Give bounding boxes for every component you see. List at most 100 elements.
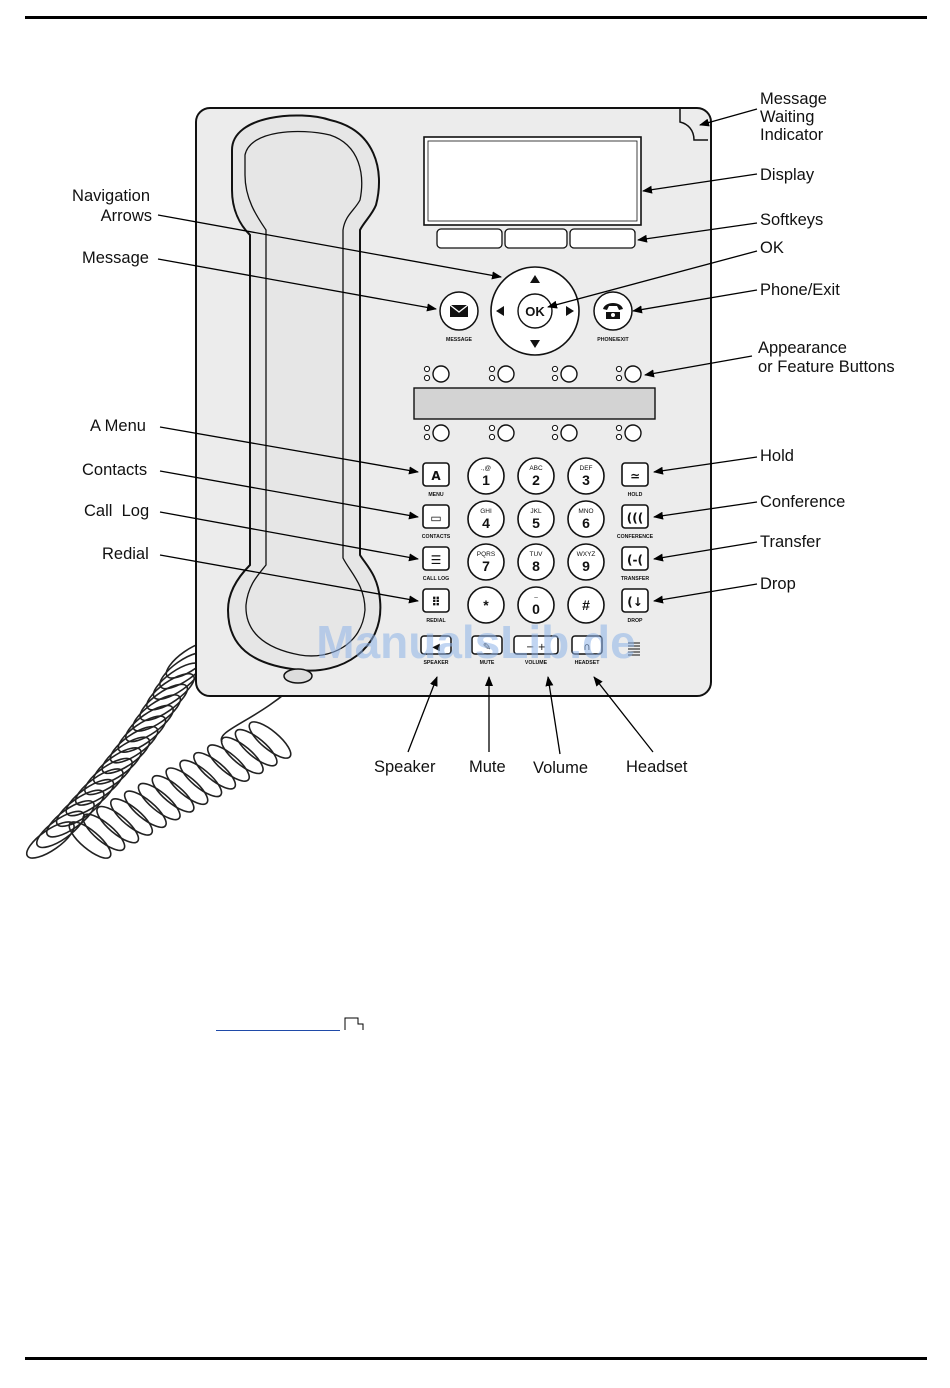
keypad-digit: 7 [482,558,490,574]
callout-redial: Redial [102,545,149,563]
keypad-letters: WXYZ [577,551,596,558]
callout-display: Display [760,166,815,184]
contacts-button[interactable]: ▭CONTACTS [422,504,451,540]
phone-exit-button[interactable]: PHONE/EXIT [593,291,633,343]
softkey-2[interactable] [504,228,568,249]
speaker-icon: ◀ [432,642,440,653]
conference-icon: ((( [627,511,643,525]
phone-exit-button-label: PHONE/EXIT [597,337,629,343]
keypad-digit: * [483,597,489,613]
appearance-button-8[interactable] [615,424,642,442]
keypad-letters: TUV [530,551,544,558]
callout-mwi-line-3: Indicator [760,126,824,144]
appearance-button-2[interactable] [488,365,515,383]
speaker-button[interactable]: ◀SPEAKER [420,635,452,666]
nav-up-arrow-icon[interactable] [530,275,540,283]
led-red-icon [488,433,496,441]
drop-button[interactable]: (↓DROP [621,588,649,624]
navigation-cluster[interactable]: OK [490,266,580,356]
conference-button-label: CONFERENCE [617,534,654,540]
conference-button[interactable]: ((( CONFERENCE [617,504,654,540]
led-red-icon [551,433,559,441]
callout-phone-exit: Phone/Exit [760,281,840,299]
keypad-digit: 3 [582,472,590,488]
keypad-key-1[interactable]: .,@1 [467,457,505,495]
led-green-icon [551,365,559,373]
appearance-button-3[interactable] [551,365,578,383]
softkey-1[interactable] [436,228,503,249]
led-red-icon [488,374,496,382]
led-red-icon [615,433,623,441]
redial-button[interactable]: ⠿REDIAL [422,588,450,624]
call-log-button[interactable]: ☰CALL LOG [422,546,450,582]
callout-call-log: Call Log [84,502,149,520]
nav-down-arrow-icon[interactable] [530,340,540,348]
call-log-icon: ☰ [431,553,442,567]
callout-nav-line-1: Navigation [72,187,150,205]
headset-button[interactable]: ∩HEADSET [571,635,603,666]
headset-icon: ∩ [583,642,590,653]
mute-button-label: MUTE [480,660,495,666]
mute-button[interactable]: ✎MUTE [471,635,503,666]
keypad-letters: ABC [529,465,543,472]
callout-appearance-line-2: or Feature Buttons [758,358,895,376]
nav-left-arrow-icon[interactable] [496,306,504,316]
nav-right-arrow-icon[interactable] [566,306,574,316]
hold-button[interactable]: ≃ HOLD [621,462,649,498]
led-green-icon [423,424,431,432]
page-link-icon[interactable] [344,1017,364,1031]
redial-icon: ⠿ [431,595,440,609]
coiled-cord [25,641,301,859]
appearance-buttons [423,365,642,442]
keypad-digit: 8 [532,558,540,574]
callout-transfer: Transfer [760,533,821,551]
keypad-key-star[interactable]: * [467,586,505,624]
appearance-button-6[interactable] [488,424,515,442]
appearance-button-7[interactable] [551,424,578,442]
transfer-button-label: TRANSFER [621,576,649,582]
appearance-button-4[interactable] [615,365,642,383]
callout-softkeys: Softkeys [760,211,823,229]
keypad-digit: 5 [532,515,540,531]
keypad-digit: 1 [482,472,490,488]
led-green-icon [615,365,623,373]
hyperlink-underline[interactable] [216,1030,340,1031]
keypad-digit: 2 [532,472,540,488]
transfer-button[interactable]: (-(TRANSFER [621,546,649,582]
ok-button-label[interactable]: OK [525,304,545,319]
callout-mwi-line-2: Waiting [760,108,814,126]
button-label-display [413,387,656,420]
volume-icon: − + [526,642,546,653]
volume-button[interactable]: − +VOLUME [513,635,559,666]
callout-a-menu: A Menu [90,417,146,435]
hold-button-label: HOLD [628,492,643,498]
keypad-digit: 0 [532,601,540,617]
callout-hold: Hold [760,447,794,465]
appearance-button-1[interactable] [423,365,450,383]
softkey-3[interactable] [569,228,636,249]
callout-nav-line-2: Arrows [101,207,152,225]
led-green-icon [423,365,431,373]
keypad-key-0[interactable]: –0 [517,586,555,624]
callout-volume: Volume [533,759,588,777]
message-button[interactable]: MESSAGE [439,291,479,343]
keypad-digit: 4 [482,515,490,531]
watermark: ManualsLib.de [316,616,635,668]
keypad-letters: – [534,594,538,601]
keypad-key-hash[interactable]: # [567,586,605,624]
hold-icon: ≃ [630,469,640,483]
appearance-button-5[interactable] [423,424,450,442]
keypad-letters: DEF [580,465,593,472]
callout-appearance-line-1: Appearance [758,339,847,357]
